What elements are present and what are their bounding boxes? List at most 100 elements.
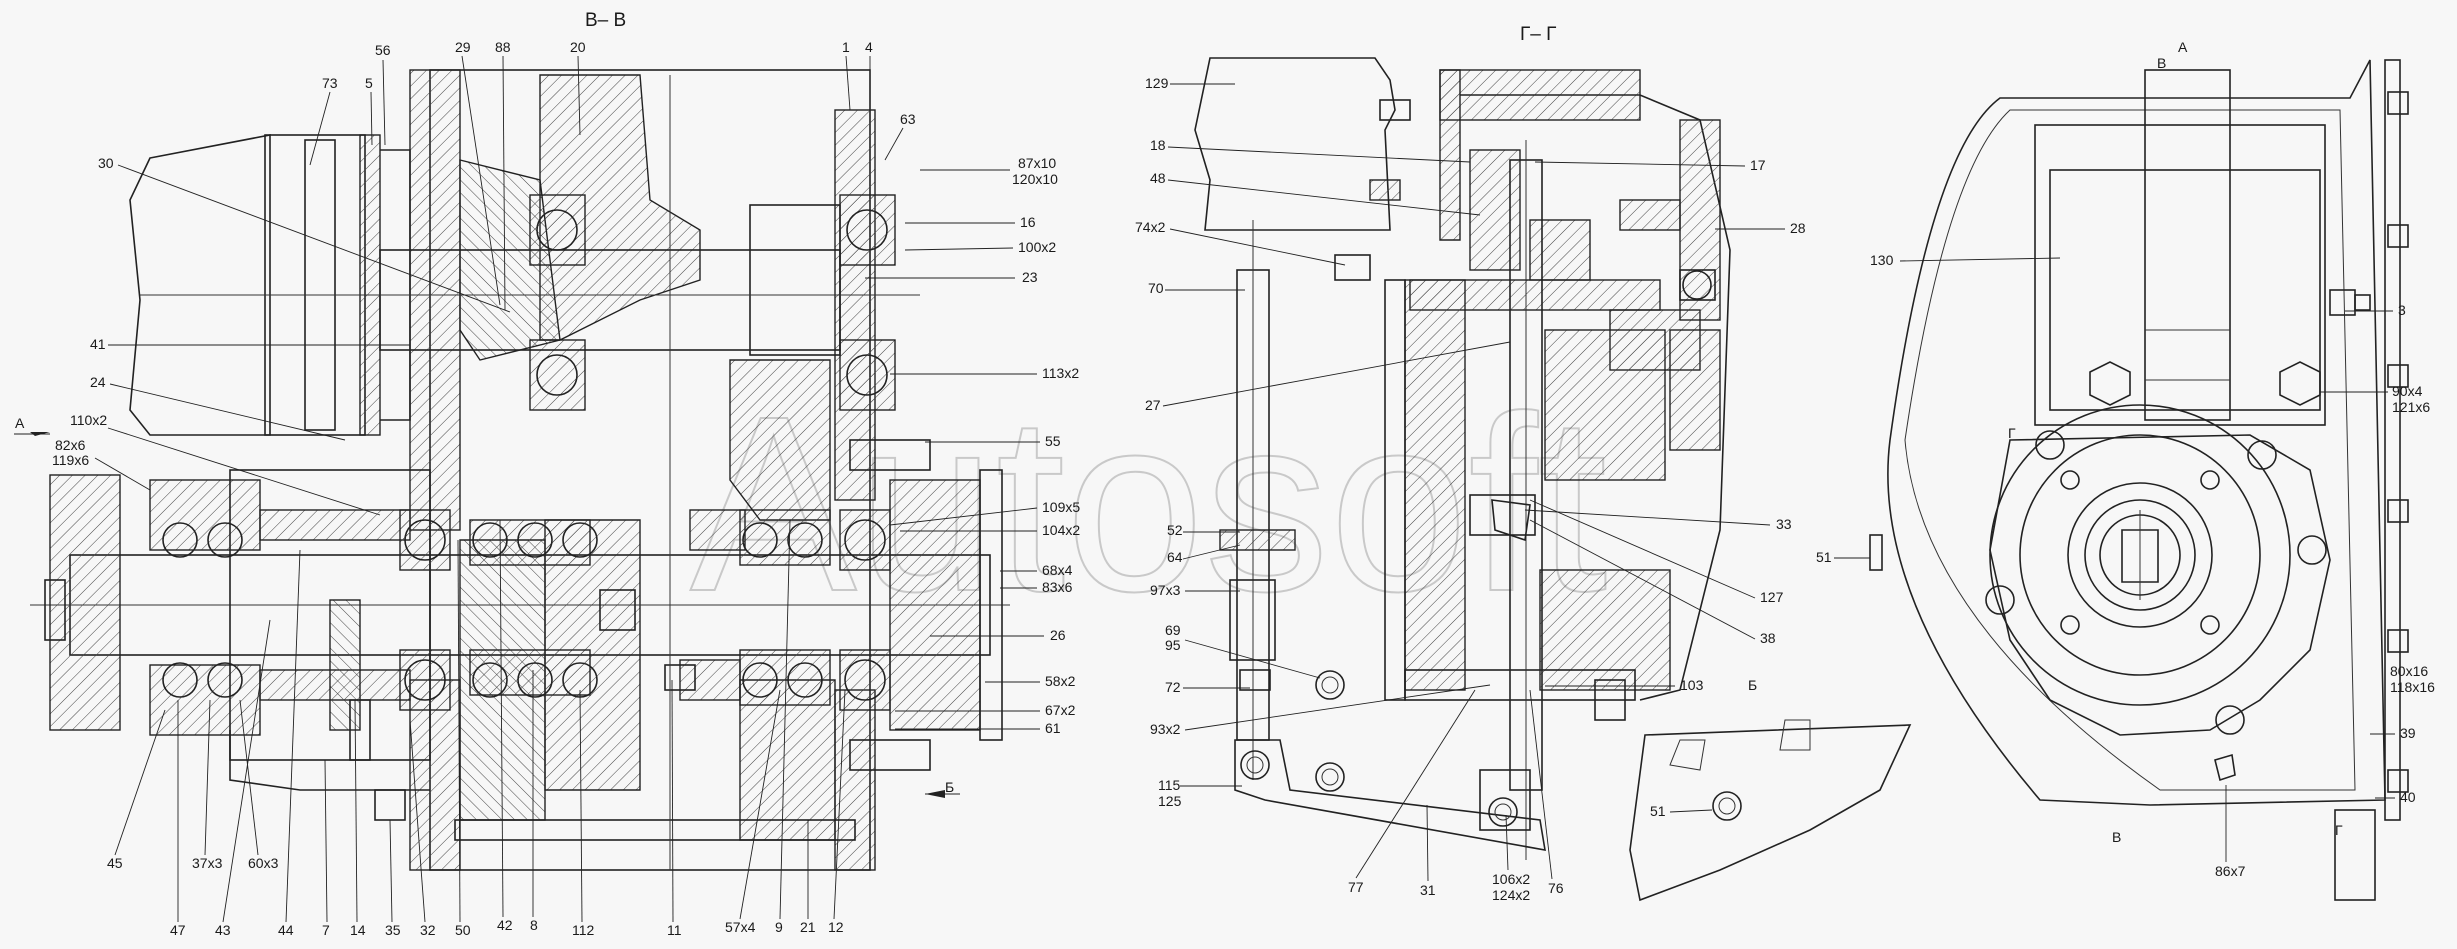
section-gg-view <box>1194 57 1912 902</box>
label-119x6: 119x6 <box>52 452 89 468</box>
label-1: 1 <box>842 39 850 55</box>
label-18: 18 <box>1150 137 1166 153</box>
label-125: 125 <box>1158 793 1182 809</box>
label-11: 11 <box>667 922 682 938</box>
view-title-b: Б <box>1748 677 1757 693</box>
label-51: 51 <box>1816 549 1832 565</box>
label-47: 47 <box>170 922 186 938</box>
label-72: 72 <box>1165 679 1181 695</box>
label-100x2: 100x2 <box>1018 239 1056 255</box>
label-56: 56 <box>375 42 391 58</box>
label-38: 38 <box>1760 630 1776 646</box>
label-21: 21 <box>800 919 816 935</box>
label-127: 127 <box>1760 589 1784 605</box>
label-88: 88 <box>495 39 511 55</box>
label-16: 16 <box>1020 214 1036 230</box>
view-title-a: А <box>2178 39 2188 55</box>
label-39: 39 <box>2400 725 2416 741</box>
label-42: 42 <box>497 917 513 933</box>
label-118x16: 118x16 <box>2390 679 2435 695</box>
label-63: 63 <box>900 111 916 127</box>
label-3: 3 <box>2398 302 2406 318</box>
label-76: 76 <box>1548 880 1564 896</box>
label-32: 32 <box>420 922 436 938</box>
label-106x2: 106x2 <box>1492 871 1530 887</box>
label-113x2: 113x2 <box>1042 365 1079 381</box>
label-93x2: 93x2 <box>1150 721 1181 737</box>
label-40: 40 <box>2400 789 2416 805</box>
label-115: 115 <box>1158 777 1181 793</box>
label-41: 41 <box>90 336 106 352</box>
label-104x2: 104x2 <box>1042 522 1080 538</box>
view-mark-a: А <box>15 415 25 431</box>
label-61: 61 <box>1045 720 1061 736</box>
labels-section-gg: 129 18 48 74x2 70 17 28 27 52 64 97x3 69… <box>1135 75 1806 903</box>
label-130: 130 <box>1870 252 1894 268</box>
label-121x6: 121x6 <box>2392 399 2430 415</box>
label-60x3: 60x3 <box>248 855 279 871</box>
label-67x2: 67x2 <box>1045 702 1076 718</box>
label-80x16: 80x16 <box>2390 663 2428 679</box>
label-26: 26 <box>1050 627 1066 643</box>
label-23: 23 <box>1022 269 1038 285</box>
label-68x4: 68x4 <box>1042 562 1073 578</box>
label-109x5: 109x5 <box>1042 499 1080 515</box>
label-77: 77 <box>1348 879 1364 895</box>
label-14: 14 <box>350 922 366 938</box>
label-33: 33 <box>1776 516 1792 532</box>
label-64: 64 <box>1167 549 1183 565</box>
label-30: 30 <box>98 155 114 171</box>
label-9: 9 <box>775 919 783 935</box>
label-31: 31 <box>1420 882 1436 898</box>
section-mark-g-bottom: Г <box>2335 822 2343 838</box>
label-44: 44 <box>278 922 294 938</box>
label-35: 35 <box>385 922 401 938</box>
label-4: 4 <box>865 39 873 55</box>
label-82x6: 82x6 <box>55 437 86 453</box>
label-69: 69 <box>1165 622 1181 638</box>
label-52: 52 <box>1167 522 1183 538</box>
label-43: 43 <box>215 922 231 938</box>
label-51-view-b: 51 <box>1650 803 1666 819</box>
label-110x2: 110x2 <box>70 412 107 428</box>
label-112: 112 <box>572 922 595 938</box>
label-120x10: 120x10 <box>1012 171 1058 187</box>
label-87x10: 87x10 <box>1018 155 1056 171</box>
section-mark-v-top: В <box>2157 55 2166 71</box>
label-97x3: 97x3 <box>1150 582 1181 598</box>
label-28: 28 <box>1790 220 1806 236</box>
section-mark-g-top: Г <box>2008 425 2016 441</box>
label-29: 29 <box>455 39 471 55</box>
view-mark-b: Б <box>945 779 954 795</box>
label-45: 45 <box>107 855 123 871</box>
label-58x2: 58x2 <box>1045 673 1076 689</box>
labels-view-a: 130 3 90x4 121x6 51 80x16 118x16 39 40 8… <box>1816 252 2435 879</box>
label-103: 103 <box>1680 677 1704 693</box>
label-37x3: 37x3 <box>192 855 223 871</box>
label-12: 12 <box>828 919 844 935</box>
section-mark-v-bottom: В <box>2112 829 2121 845</box>
label-5: 5 <box>365 75 373 91</box>
label-95: 95 <box>1165 637 1181 653</box>
label-27: 27 <box>1145 397 1161 413</box>
label-7: 7 <box>322 922 330 938</box>
label-129: 129 <box>1145 75 1169 91</box>
section-title-gg: Г– Г <box>1520 24 1556 45</box>
label-8: 8 <box>530 917 538 933</box>
labels-section-vv: 73 56 5 29 88 20 1 4 63 87x10 120x10 16 … <box>52 39 1080 938</box>
label-90x4: 90x4 <box>2392 383 2423 399</box>
label-20: 20 <box>570 39 586 55</box>
label-83x6: 83x6 <box>1042 579 1073 595</box>
label-55: 55 <box>1045 433 1061 449</box>
label-48: 48 <box>1150 170 1166 186</box>
label-57x4: 57x4 <box>725 919 756 935</box>
label-74x2: 74x2 <box>1135 219 1166 235</box>
label-124x2: 124x2 <box>1492 887 1530 903</box>
label-17: 17 <box>1750 157 1766 173</box>
view-a <box>1869 59 2409 901</box>
section-vv-view <box>30 69 1010 871</box>
label-70: 70 <box>1148 280 1164 296</box>
section-title-vv: В– В <box>585 10 626 31</box>
